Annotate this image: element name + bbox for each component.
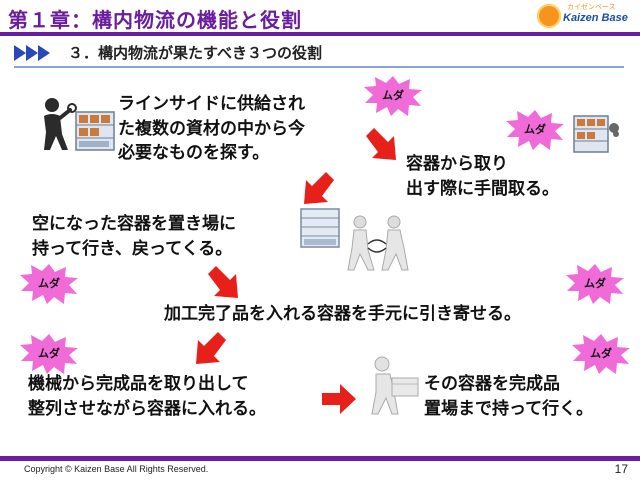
footer-divider <box>0 456 640 461</box>
muda-burst: ムダ <box>364 76 422 116</box>
step-empty-return-text: 空になった容器を置き場に 持って行き、戻ってくる。 <box>32 214 236 259</box>
step-search-text: ラインサイドに供給され た複数の資材の中から今 必要なものを探す。 <box>118 94 305 164</box>
shelf-boxes-icon <box>75 111 115 151</box>
gear-logo-icon <box>537 4 561 28</box>
muda-label: ムダ <box>524 123 546 136</box>
muda-label: ムダ <box>584 277 606 290</box>
muda-burst: ムダ <box>566 264 624 304</box>
section-subtitle-bar: ３．構内物流が果たすべき３つの役割 <box>14 40 624 66</box>
person-searching-icon <box>44 98 77 150</box>
step-take-out-text: 容器から取り 出す際に手間取る。 <box>406 154 559 199</box>
copyright-text: Copyright © Kaizen Base All Rights Reser… <box>24 464 209 474</box>
muda-label: ムダ <box>382 89 404 102</box>
muda-label: ムダ <box>38 277 60 290</box>
chevron-icon <box>26 45 38 61</box>
chevron-icon <box>14 45 26 61</box>
box-stack-icon <box>300 208 340 248</box>
section-subtitle: ３．構内物流が果たすべき３つの役割 <box>68 44 322 62</box>
muda-burst: ムダ <box>20 264 78 304</box>
slide-title: 第１章：構内物流の機能と役割 <box>8 8 302 32</box>
logo-text: Kaizen Base <box>563 12 628 24</box>
page-number: 17 <box>614 462 628 476</box>
step-machine-text: 機械から完成品を取り出して 整列させながら容器に入れる。 <box>28 374 266 419</box>
step-carry-text: その容器を完成品 置場まで持って行く。 <box>424 374 594 419</box>
arrow-down-right-icon <box>208 266 238 298</box>
muda-burst: ムダ <box>506 110 564 150</box>
arrow-right-icon <box>322 384 356 414</box>
arrow-down-left-icon <box>196 332 226 364</box>
header-divider <box>0 32 640 36</box>
arrow-down-left-icon <box>304 172 334 204</box>
muda-label: ムダ <box>38 347 60 360</box>
subtitle-underline <box>14 66 624 68</box>
chevron-icon <box>38 45 50 61</box>
shelf-hand-icon <box>573 115 619 153</box>
muda-burst: ムダ <box>572 334 630 374</box>
kaizen-base-logo: カイゼンベース Kaizen Base <box>537 2 637 30</box>
logo-kana: カイゼンベース <box>567 3 616 11</box>
step-pull-container-text: 加工完了品を入れる容器を手元に引き寄せる。 <box>164 304 521 324</box>
muda-burst: ムダ <box>20 334 78 374</box>
two-people-exchange-icon <box>347 215 409 271</box>
muda-label: ムダ <box>590 347 612 360</box>
arrow-down-right-icon <box>366 128 396 160</box>
person-carrying-box-icon <box>371 356 419 415</box>
